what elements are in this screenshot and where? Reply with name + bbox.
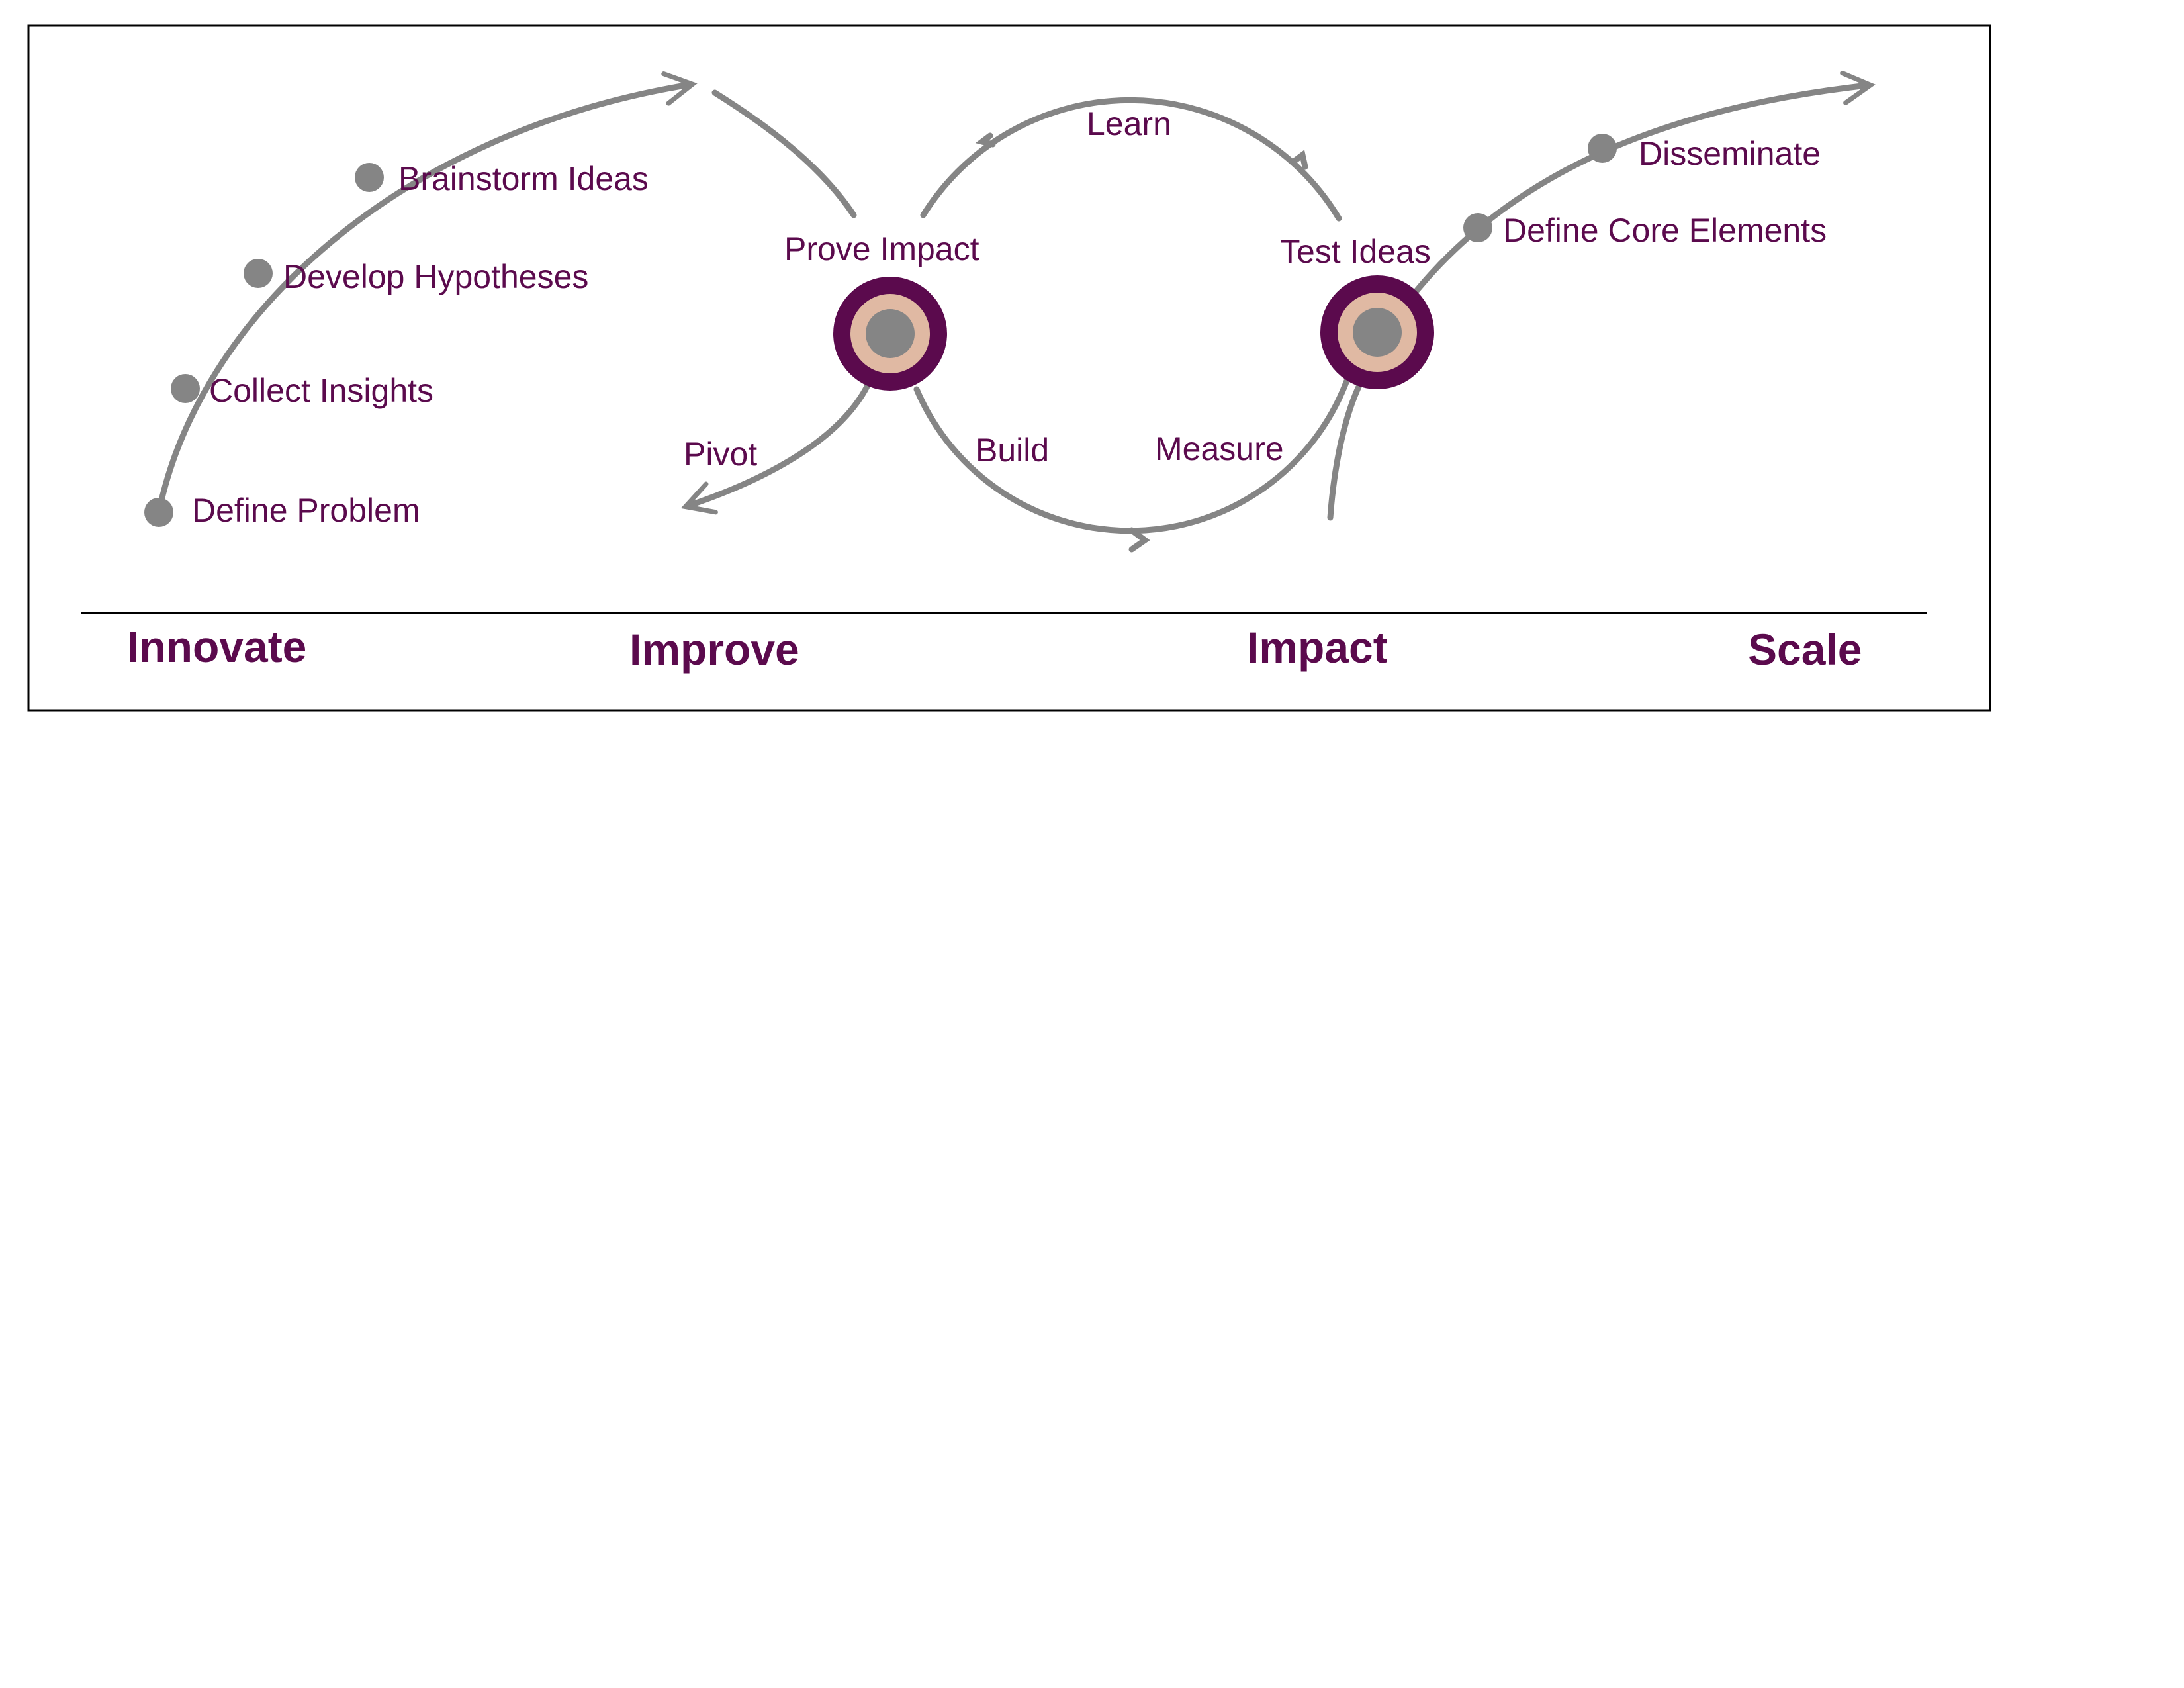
step-dot-brainstorm-ideas [355,163,384,192]
learn-label: Learn [1087,105,1171,142]
prove-impact-label: Prove Impact [784,230,979,267]
learn-arrow-right [1291,150,1308,170]
learn-arrow-left [975,132,996,148]
phase-title-scale: Scale [1748,625,1862,674]
step-label-collect-insights: Collect Insights [209,372,433,409]
impact-upward-arc [1327,374,1367,521]
build-label: Build [976,432,1049,469]
learn-arc [920,97,1342,222]
improve-incoming-arc [711,89,857,218]
diagram-frame [27,24,1991,712]
test-ideas-label: Test Ideas [1280,233,1431,270]
step-dot-develop-hypotheses [244,259,273,288]
step-label-develop-hypotheses: Develop Hypotheses [283,258,588,295]
prove-impact-node [833,277,947,391]
test-ideas-node [1320,275,1434,389]
step-dot-define-core-elements [1463,213,1492,242]
step-label-disseminate: Disseminate [1639,135,1821,172]
phase-title-impact: Impact [1247,623,1388,672]
step-label-brainstorm-ideas: Brainstorm Ideas [398,160,649,197]
innovate-arc [156,71,698,516]
scale-arc [1406,70,1876,303]
pivot-label: Pivot [684,436,757,473]
step-dot-collect-insights [171,374,200,403]
step-dot-disseminate [1588,134,1617,163]
phase-title-innovate: Innovate [127,622,306,671]
phase-title-improve: Improve [629,625,799,674]
pivot-arc [680,383,870,515]
build-arrow [1128,527,1150,553]
step-dot-define-problem [144,498,173,527]
step-label-define-problem: Define Problem [192,492,420,529]
measure-label: Measure [1155,430,1284,467]
step-label-define-core-elements: Define Core Elements [1503,212,1827,249]
